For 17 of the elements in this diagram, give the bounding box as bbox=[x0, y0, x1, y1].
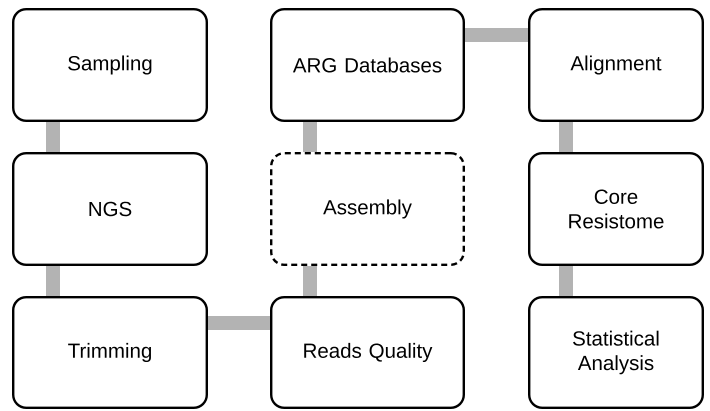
connector-bar bbox=[303, 266, 317, 296]
process-box: Core Resistome bbox=[528, 152, 704, 266]
connector-bar bbox=[559, 122, 573, 152]
connector-bar bbox=[208, 316, 270, 330]
connector-bar bbox=[465, 28, 528, 42]
process-box: Trimming bbox=[12, 296, 208, 409]
process-box: Reads Quality bbox=[270, 296, 465, 409]
process-box: Alignment bbox=[528, 8, 704, 122]
process-box: NGS bbox=[12, 152, 208, 266]
connector-bar bbox=[46, 122, 60, 152]
connector-bar bbox=[559, 266, 573, 296]
connector-bar bbox=[303, 122, 317, 152]
dashed-process-box: Assembly bbox=[270, 152, 465, 266]
process-box: Statistical Analysis bbox=[528, 296, 704, 409]
process-box: ARG Databases bbox=[270, 8, 465, 122]
process-box: Sampling bbox=[12, 8, 208, 122]
connector-bar bbox=[46, 266, 60, 296]
